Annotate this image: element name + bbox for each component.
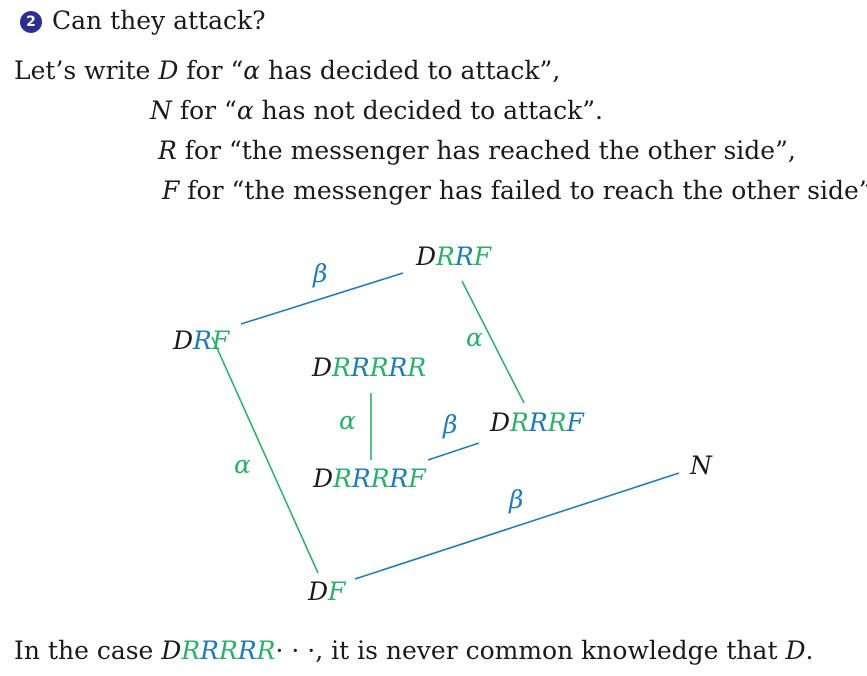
node-drrf: DRRF — [415, 242, 493, 271]
definition-agent-alpha: α — [243, 56, 261, 85]
definition-symbol-n: N — [150, 96, 172, 125]
section-heading: 2 Can they attack? — [20, 8, 266, 33]
conclusion-end: . — [805, 636, 814, 665]
edge-agent-label: β — [442, 410, 457, 439]
node-drrrrr: DRRRRR — [311, 353, 426, 382]
node-drrrf: DRRRF — [489, 408, 586, 437]
definition-line-f: F for “the messenger has failed to reach… — [162, 178, 867, 203]
edge-agent-label: α — [234, 450, 251, 479]
definition-agent-alpha: α — [236, 96, 254, 125]
edge-drf-drrf — [240, 272, 404, 325]
step-number-badge: 2 — [20, 11, 42, 33]
definition-text: has decided to attack”, — [260, 56, 561, 85]
section-title: Can they attack? — [52, 6, 266, 35]
edge-drf-df — [211, 336, 319, 574]
edge-agent-label: β — [312, 259, 327, 288]
case-label: DRRRRR — [161, 636, 276, 665]
edge-agent-label: α — [339, 406, 356, 435]
definition-prefix: Let’s write — [14, 56, 159, 85]
definition-symbol-f: F — [162, 176, 180, 205]
definition-middle: for “ — [178, 56, 244, 85]
node-drrrrf: DRRRRF — [312, 464, 427, 493]
edge-agent-label: β — [508, 485, 523, 514]
conclusion-sentence: In the case DRRRRR· · ·, it is never com… — [14, 638, 813, 663]
edge-df-n — [354, 472, 680, 580]
definition-line-n: N for “α has not decided to attack”. — [150, 98, 603, 123]
edge-drrrrf-drrrf — [427, 442, 480, 461]
definition-symbol-r: R — [158, 136, 177, 165]
definition-line-d: Let’s write D for “α has decided to atta… — [14, 58, 560, 83]
definition-line-r: R for “the messenger has reached the oth… — [158, 138, 796, 163]
definition-text: has not decided to attack”. — [253, 96, 603, 125]
node-n: N — [689, 451, 713, 480]
edge-drrf-drrrf — [461, 280, 525, 404]
conclusion-middle: , it is never common knowledge that — [315, 636, 786, 665]
definition-text: for “the messenger has failed to reach t… — [179, 176, 867, 205]
edge-agent-label: α — [466, 323, 483, 352]
definition-middle: for “ — [171, 96, 237, 125]
definition-symbol-d: D — [158, 56, 179, 85]
conclusion-symbol-d: D — [785, 636, 806, 665]
conclusion-prefix: In the case — [14, 636, 162, 665]
ellipsis: · · · — [275, 636, 316, 665]
node-drf: DRF — [172, 326, 231, 355]
definition-text: for “the messenger has reached the other… — [176, 136, 796, 165]
node-df: DF — [307, 577, 347, 606]
